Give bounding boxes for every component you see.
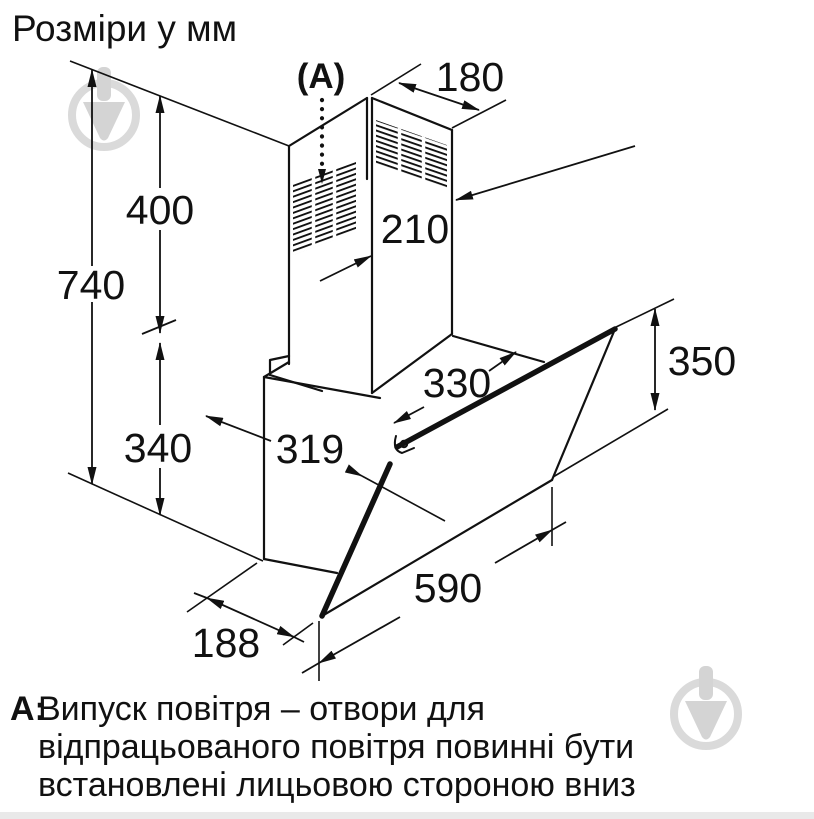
body-wall-edge bbox=[451, 334, 546, 364]
ext-350-bottom bbox=[552, 408, 669, 478]
footnote-line-2: відпрацьованого повітря повинні бути bbox=[38, 728, 635, 766]
dim-590-right bbox=[494, 529, 553, 564]
footnote: A: Випуск повітря – отвори для відпрацьо… bbox=[10, 690, 790, 804]
footnote-line-1: Випуск повітря – отвори для bbox=[38, 690, 486, 728]
label-350: 350 bbox=[668, 338, 736, 384]
bottom-strip bbox=[0, 812, 814, 819]
label-180: 180 bbox=[436, 54, 504, 100]
ext-180-left bbox=[370, 63, 422, 96]
footnote-line-3: встановлені лицьовою стороною вниз bbox=[38, 766, 636, 804]
chimney-right-top-edge bbox=[370, 96, 454, 132]
dim-188-overshoot-right bbox=[293, 636, 305, 643]
extension-lines bbox=[67, 60, 675, 681]
glass-left-edge bbox=[319, 461, 393, 619]
dim-210-leader-right bbox=[455, 145, 636, 201]
label-210: 210 bbox=[381, 206, 449, 252]
dim-319-left bbox=[205, 415, 272, 442]
dim-330-right bbox=[488, 351, 517, 372]
dim-590-overshoot-left bbox=[301, 662, 320, 674]
label-319: 319 bbox=[276, 426, 344, 472]
label-330: 330 bbox=[423, 360, 491, 406]
dim-210-leader-left bbox=[319, 255, 372, 282]
label-a-marker: (A) bbox=[297, 57, 346, 96]
label-340: 340 bbox=[124, 425, 192, 471]
ext-188-left bbox=[186, 562, 258, 613]
vent-louvers-left bbox=[293, 160, 356, 255]
watermark-logo-top-left bbox=[72, 67, 136, 147]
dim-590-overshoot-right bbox=[551, 521, 567, 531]
chimney-left-top-edge bbox=[287, 96, 369, 148]
hinge-bracket bbox=[393, 435, 415, 455]
ext-319-leader bbox=[361, 475, 446, 522]
page-title: Розміри у мм bbox=[12, 8, 238, 49]
dim-188-overshoot-left bbox=[193, 592, 208, 599]
ext-350-top bbox=[613, 298, 675, 329]
dimension-lines bbox=[87, 69, 660, 674]
dim-junction-slash bbox=[141, 319, 177, 335]
label-400: 400 bbox=[126, 187, 194, 233]
ext-bottom-diagonal bbox=[67, 472, 264, 562]
dim-188 bbox=[206, 597, 295, 638]
hood-body bbox=[262, 334, 546, 575]
dim-330-left bbox=[393, 406, 425, 424]
label-590: 590 bbox=[414, 565, 482, 611]
body-top-front-edge bbox=[262, 375, 382, 400]
ext-top-diagonal bbox=[69, 60, 290, 147]
dim-180 bbox=[398, 82, 480, 111]
body-top-rear-edge bbox=[262, 360, 291, 379]
hinge-pin bbox=[399, 439, 409, 449]
ext-180-right bbox=[451, 99, 507, 129]
ext-188-right bbox=[282, 622, 314, 646]
label-188: 188 bbox=[192, 620, 260, 666]
body-bottom-edge bbox=[262, 557, 339, 575]
a-arrowhead bbox=[318, 169, 326, 184]
glass-panel bbox=[319, 326, 618, 619]
glass-right-edge bbox=[550, 327, 617, 482]
dim-319-right bbox=[344, 464, 363, 477]
dim-590-left bbox=[318, 616, 401, 664]
footnote-marker: A: bbox=[10, 690, 46, 728]
glass-bottom-edge bbox=[320, 478, 554, 618]
a-marker-leader bbox=[318, 97, 326, 184]
glass-top-edge bbox=[394, 326, 618, 450]
label-740: 740 bbox=[57, 262, 125, 308]
chimney-right-bottom-edge bbox=[370, 332, 454, 395]
